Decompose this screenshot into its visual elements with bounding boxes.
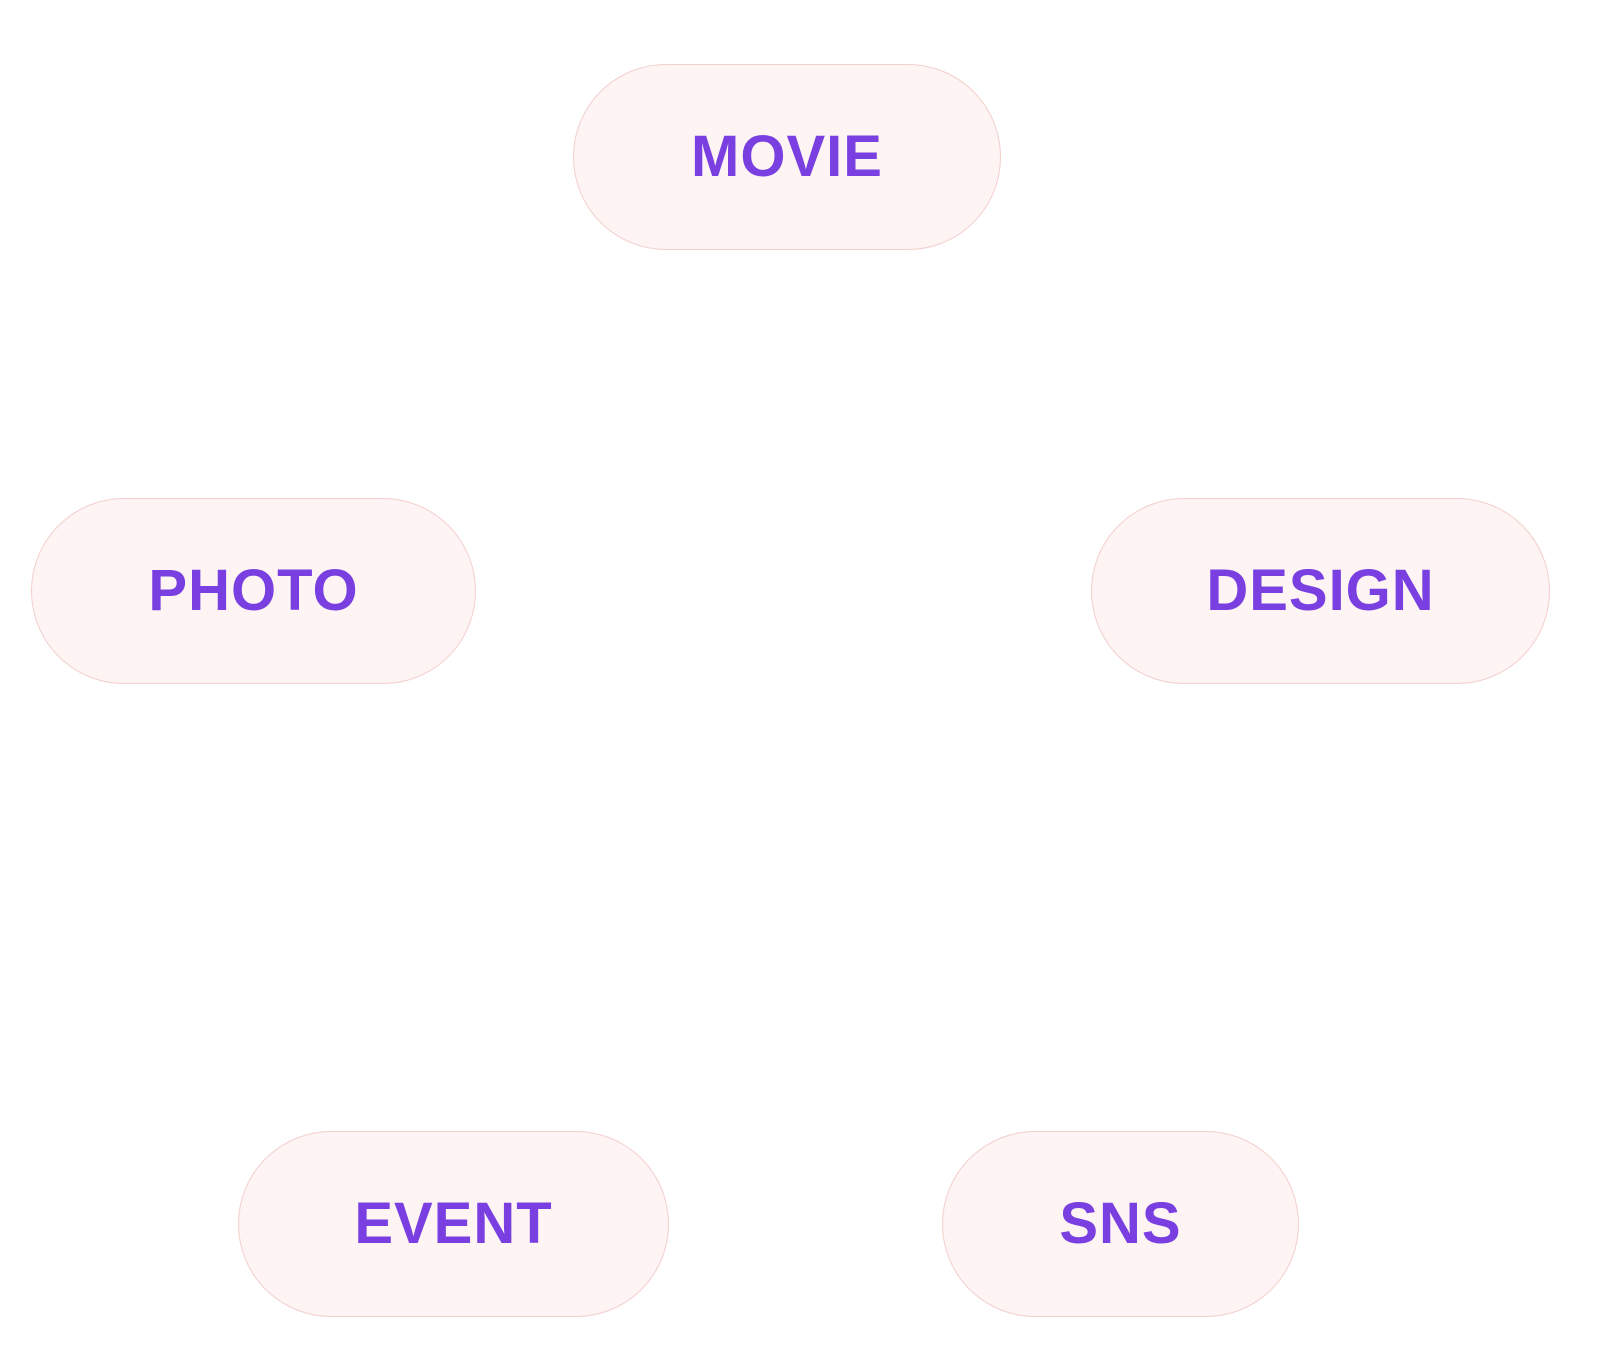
category-movie-label: MOVIE <box>691 124 883 189</box>
category-movie-button[interactable]: MOVIE <box>573 64 1001 250</box>
category-sns-button[interactable]: SNS <box>942 1131 1299 1317</box>
category-sns-label: SNS <box>1059 1191 1182 1256</box>
category-photo-label: PHOTO <box>148 558 359 623</box>
category-event-button[interactable]: EVENT <box>238 1131 669 1317</box>
category-design-button[interactable]: DESIGN <box>1091 498 1550 684</box>
category-design-label: DESIGN <box>1206 558 1435 623</box>
category-photo-button[interactable]: PHOTO <box>31 498 476 684</box>
category-event-label: EVENT <box>354 1191 553 1256</box>
